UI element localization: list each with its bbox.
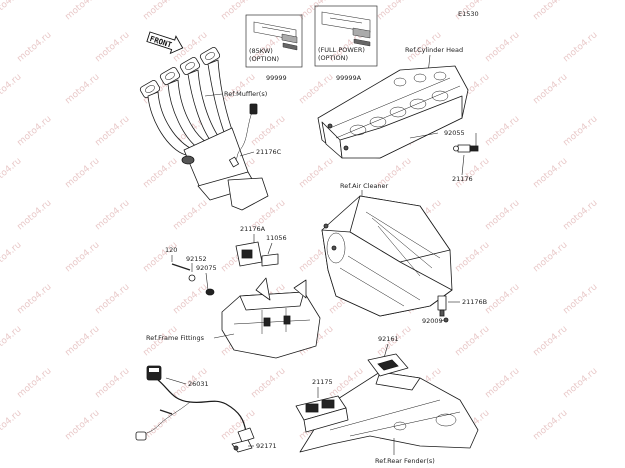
watermark-text: moto4.ru bbox=[454, 240, 492, 274]
watermark-text: moto4.ru bbox=[142, 156, 180, 190]
part-92161: 92161 bbox=[378, 335, 399, 343]
watermark-text: moto4.ru bbox=[0, 0, 24, 22]
watermark-text: moto4.ru bbox=[0, 324, 24, 358]
watermark-text: moto4.ru bbox=[64, 240, 102, 274]
watermark-text: moto4.ru bbox=[562, 114, 600, 148]
part-21176: 21176 bbox=[452, 175, 473, 183]
part-21175: 21175 bbox=[312, 378, 333, 386]
watermark-text: moto4.ru bbox=[484, 114, 522, 148]
sensor-bracket[interactable] bbox=[221, 277, 321, 359]
option-full-power-line1: (FULL POWER) bbox=[318, 46, 365, 54]
exhaust-headers[interactable] bbox=[139, 46, 269, 211]
watermark-text: moto4.ru bbox=[16, 366, 54, 400]
watermark-text: moto4.ru bbox=[64, 324, 102, 358]
part-92009: 92009 bbox=[422, 317, 443, 325]
watermark-text: moto4.ru bbox=[142, 408, 180, 442]
watermark-text: moto4.ru bbox=[172, 198, 210, 232]
watermark-text: moto4.ru bbox=[298, 72, 336, 106]
ref-frame-fittings: Ref.Frame Fittings bbox=[146, 334, 205, 342]
watermark-text: moto4.ru bbox=[64, 72, 102, 106]
bolt-and-grommets[interactable] bbox=[171, 263, 215, 296]
part-26031: 26031 bbox=[188, 380, 209, 388]
watermark-text: moto4.ru bbox=[562, 30, 600, 64]
watermark-layer: moto4.ru moto4.ru moto4.ru moto4.ru moto4.ru… bbox=[0, 0, 600, 442]
wiring-harness[interactable] bbox=[135, 365, 255, 443]
watermark-text: moto4.ru bbox=[220, 0, 258, 22]
watermark-text: moto4.ru bbox=[532, 240, 570, 274]
option-box-full-power[interactable]: (FULL POWER) (OPTION) bbox=[314, 5, 378, 67]
option-85kw-line1: (85KW) bbox=[249, 47, 273, 55]
part-11056: 11056 bbox=[266, 234, 287, 242]
watermark-text: moto4.ru bbox=[532, 408, 570, 442]
part-99999a: 99999A bbox=[336, 74, 362, 82]
watermark-text: moto4.ru bbox=[376, 0, 414, 22]
watermark-text: moto4.ru bbox=[562, 366, 600, 400]
front-label: FRONT bbox=[149, 34, 174, 50]
watermark-text: moto4.ru bbox=[0, 408, 24, 442]
ref-cylinder-head: Ref.Cylinder Head bbox=[405, 46, 463, 54]
cylinder-head[interactable] bbox=[317, 65, 469, 159]
watermark-text: moto4.ru bbox=[16, 114, 54, 148]
watermark-text: moto4.ru bbox=[94, 282, 132, 316]
watermark-text: moto4.ru bbox=[532, 156, 570, 190]
harness-clamp[interactable] bbox=[231, 439, 253, 453]
watermark-text: moto4.ru bbox=[250, 366, 288, 400]
rear-fender[interactable] bbox=[299, 353, 479, 453]
watermark-text: moto4.ru bbox=[94, 114, 132, 148]
part-21176b: 21176B bbox=[462, 298, 487, 306]
part-99999: 99999 bbox=[266, 74, 287, 82]
watermark-text: moto4.ru bbox=[64, 156, 102, 190]
air-cleaner-box[interactable] bbox=[321, 195, 453, 317]
part-21176c: 21176C bbox=[256, 148, 282, 156]
intake-air-sensor[interactable] bbox=[437, 295, 449, 323]
part-92075: 92075 bbox=[196, 264, 217, 272]
watermark-text: moto4.ru bbox=[250, 114, 288, 148]
lean-angle-sensor[interactable] bbox=[235, 241, 279, 267]
watermark-text: moto4.ru bbox=[532, 324, 570, 358]
watermark-text: moto4.ru bbox=[454, 324, 492, 358]
watermark-text: moto4.ru bbox=[64, 0, 102, 22]
option-85kw-line2: (OPTION) bbox=[249, 55, 279, 63]
diagram-id: E1530 bbox=[458, 10, 479, 18]
watermark-text: moto4.ru bbox=[16, 198, 54, 232]
watermark-text: moto4.ru bbox=[484, 198, 522, 232]
ecu-module[interactable] bbox=[295, 395, 349, 433]
watermark-text: moto4.ru bbox=[94, 366, 132, 400]
watermark-text: moto4.ru bbox=[0, 156, 24, 190]
watermark-text: moto4.ru bbox=[298, 156, 336, 190]
part-92152: 92152 bbox=[186, 255, 207, 263]
watermark-text: moto4.ru bbox=[562, 198, 600, 232]
part-92171: 92171 bbox=[256, 442, 277, 450]
part-120: 120 bbox=[165, 246, 177, 254]
ref-air-cleaner: Ref.Air Cleaner bbox=[340, 182, 389, 190]
watermark-text: moto4.ru bbox=[16, 282, 54, 316]
watermark-text: moto4.ru bbox=[94, 198, 132, 232]
temperature-sensor[interactable] bbox=[453, 144, 479, 153]
watermark-text: moto4.ru bbox=[562, 282, 600, 316]
option-box-85kw[interactable]: (85KW) (OPTION) bbox=[245, 14, 303, 68]
watermark-text: moto4.ru bbox=[532, 72, 570, 106]
oxygen-sensor[interactable] bbox=[229, 103, 258, 168]
watermark-text: moto4.ru bbox=[454, 156, 492, 190]
watermark-text: moto4.ru bbox=[532, 0, 570, 22]
part-92055: 92055 bbox=[444, 129, 465, 137]
watermark-text: moto4.ru bbox=[16, 30, 54, 64]
watermark-text: moto4.ru bbox=[172, 282, 210, 316]
watermark-text: moto4.ru bbox=[484, 282, 522, 316]
watermark-text: moto4.ru bbox=[0, 72, 24, 106]
ref-rear-fender: Ref.Rear Fender(s) bbox=[375, 457, 435, 465]
watermark-text: moto4.ru bbox=[64, 408, 102, 442]
option-full-power-line2: (OPTION) bbox=[318, 54, 348, 62]
watermark-text: moto4.ru bbox=[94, 30, 132, 64]
watermark-text: moto4.ru bbox=[484, 30, 522, 64]
watermark-text: moto4.ru bbox=[0, 240, 24, 274]
watermark-text: moto4.ru bbox=[484, 366, 522, 400]
ref-muffler: Ref.Muffler(s) bbox=[224, 90, 267, 98]
part-21176a: 21176A bbox=[240, 225, 266, 233]
watermark-text: moto4.ru bbox=[142, 0, 180, 22]
